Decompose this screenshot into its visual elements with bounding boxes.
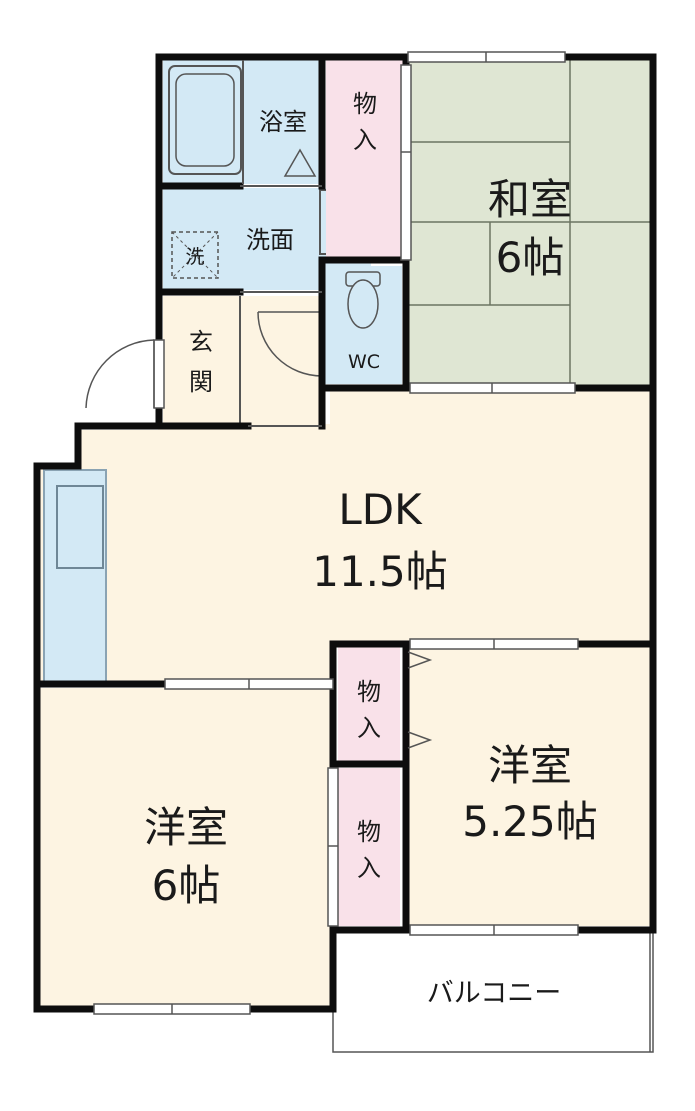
bathroom-label: 浴室: [259, 108, 307, 136]
closet-low-label-2: 入: [357, 854, 381, 882]
washer-pan: [171, 231, 219, 279]
bathtub-inner: [175, 73, 235, 167]
yoshitsu-left-name: 洋室: [144, 803, 228, 852]
closet-mid-label-1: 物: [357, 678, 381, 706]
washroom-label: 洗面: [246, 226, 294, 254]
entrance-door-swing: [85, 339, 155, 409]
washitsu-name: 和室: [488, 175, 572, 224]
balcony-label: バルコニー: [427, 978, 561, 1009]
washitsu-size: 6帖: [496, 233, 565, 282]
entrance-label-1: 玄: [189, 328, 213, 356]
washer-label: 洗: [185, 246, 204, 268]
closet-top: [326, 60, 404, 260]
yoshitsu-left-size: 6帖: [152, 861, 221, 910]
yoshitsu-right-size: 5.25帖: [462, 797, 598, 846]
closet-mid: [338, 645, 400, 761]
yoshitsu-right-name: 洋室: [488, 741, 572, 790]
window-ticks: [171, 52, 495, 1014]
entrance-label-2: 関: [189, 368, 213, 396]
closet-folding-doors: [407, 651, 433, 749]
toilet-label: WC: [348, 351, 380, 373]
entrance-door-frame: [153, 339, 165, 409]
walls: [33, 53, 657, 1013]
inner-door-swing: [257, 311, 323, 377]
ldk-size: 11.5帖: [312, 547, 448, 596]
thin-walls: [240, 60, 322, 427]
yoshitsu-left-floor: [40, 688, 330, 1006]
yoshitsu-right-floor: [408, 646, 650, 926]
washitsu-floor: [408, 60, 650, 390]
ldk-name: LDK: [338, 485, 423, 534]
washer-cross-b: [171, 231, 219, 279]
closet-low-label-1: 物: [357, 818, 381, 846]
entrance-floor: [163, 296, 323, 424]
toilet-bowl: [347, 279, 379, 329]
bath-door-arrow: [283, 148, 317, 177]
closet-mid-label-2: 入: [357, 714, 381, 742]
closet-top-label-1: 物: [353, 90, 377, 118]
closet-low: [338, 768, 400, 926]
balcony-floor: [332, 929, 654, 1053]
closet-top-label-2: 入: [353, 126, 377, 154]
kitchen-sink: [56, 485, 104, 569]
ldk-floor: [40, 390, 650, 684]
tatami-lines: [408, 60, 650, 390]
